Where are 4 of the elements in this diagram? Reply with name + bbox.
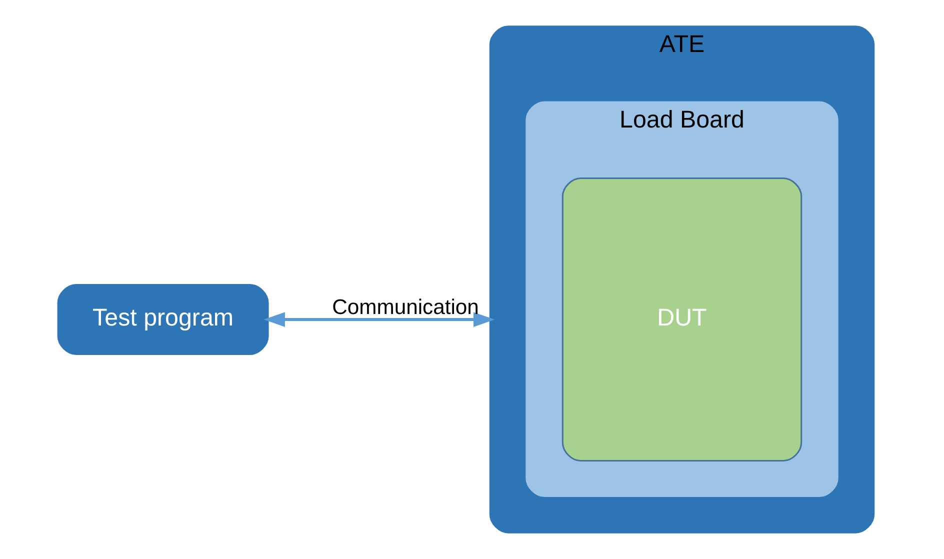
node-box: DUT xyxy=(562,178,802,462)
edge-label: Communication xyxy=(332,296,479,319)
node-box: Test program xyxy=(57,284,269,356)
arrow xyxy=(264,312,495,327)
